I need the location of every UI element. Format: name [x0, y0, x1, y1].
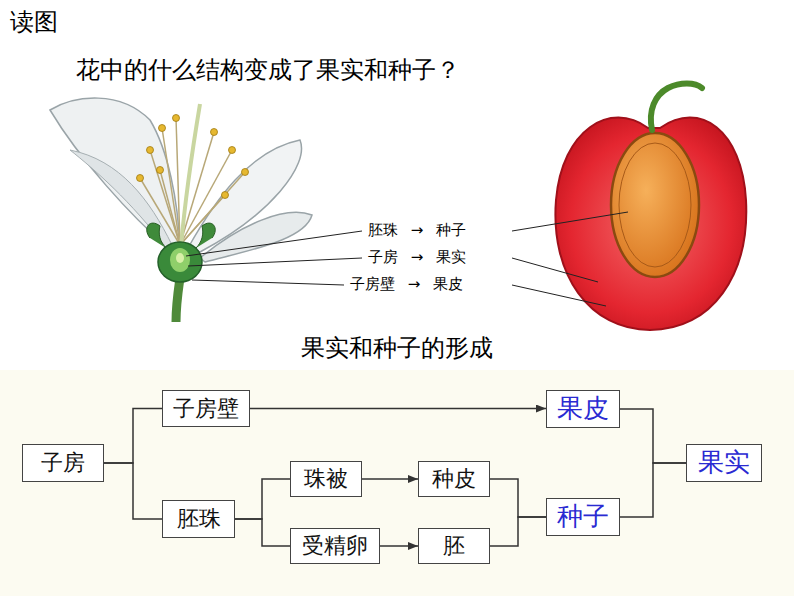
flow-connector [104, 409, 162, 464]
part-label: 胚珠 → 种子 [368, 221, 466, 239]
process-box: 种皮 [418, 461, 490, 497]
result-box: 果皮 [546, 390, 620, 428]
cherry-drawing [555, 84, 746, 331]
box-text: 受精卵 [302, 533, 368, 558]
box-text: 子房 [41, 450, 85, 475]
box-text: 种子 [557, 502, 609, 532]
flow-connector [250, 408, 546, 410]
part-label: 子房 → 果实 [368, 248, 466, 266]
flow-connector [490, 479, 546, 517]
panel-ground [0, 370, 794, 596]
result-box: 果实 [686, 444, 762, 482]
process-box: 受精卵 [290, 528, 380, 564]
flow-connector [490, 517, 546, 546]
flow-connector [235, 479, 290, 519]
diagram-title: 果实和种子的形成 [0, 334, 794, 363]
box-text: 珠被 [304, 466, 348, 491]
question-text: 花中的什么结构变成了果实和种子？ [76, 56, 460, 85]
box-text: 果皮 [557, 394, 609, 424]
flow-connector [620, 409, 686, 463]
process-box: 胚珠 [162, 500, 235, 538]
flow-connector [104, 463, 162, 519]
flow-connector [362, 478, 418, 480]
process-box: 子房壁 [162, 390, 250, 427]
process-box: 子房 [22, 444, 104, 482]
box-text: 种皮 [432, 466, 476, 491]
leader-lines [186, 212, 628, 306]
flow-connector [620, 463, 686, 517]
flow-connector [380, 545, 418, 547]
process-box: 珠被 [290, 461, 362, 497]
box-text: 果实 [698, 448, 750, 478]
box-text: 胚 [443, 533, 465, 558]
slide-tag: 读图 [10, 8, 58, 37]
box-text: 胚珠 [177, 506, 221, 531]
flow-connector [235, 519, 290, 546]
part-label: 子房壁 → 果皮 [350, 275, 463, 293]
result-box: 种子 [546, 498, 620, 536]
box-text: 子房壁 [173, 396, 239, 421]
flower-drawing [50, 98, 312, 322]
process-box: 胚 [418, 528, 490, 564]
